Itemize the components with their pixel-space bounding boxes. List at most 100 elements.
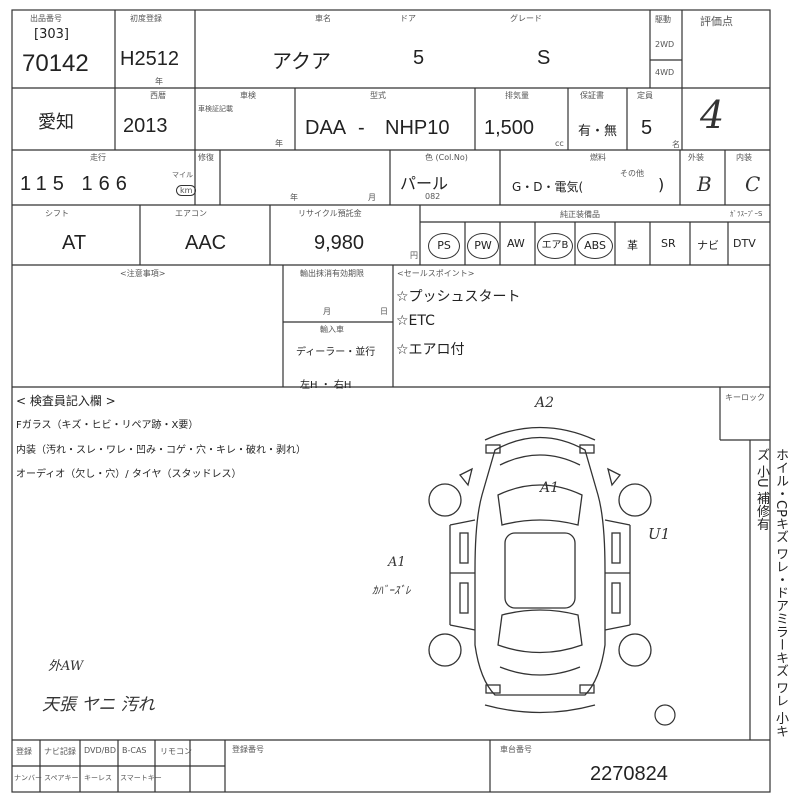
hand-a2: A2 [535,395,555,411]
equipment-label: 純正装備品 [560,210,600,219]
doors-label: ドア [400,14,416,23]
reg-no-label: 登録番号 [232,745,264,754]
glass-line: Fガラス（キズ・ヒビ・リペア跡・X要） [16,420,199,431]
chassis-label: 車台番号 [500,745,532,754]
equip-airbag: エアB [537,233,573,259]
lot-bracket: [303] [34,27,69,42]
hand-left-sub: ｶﾊﾞｰｽﾞﾚ [372,584,411,597]
equip-navi: ナビ [697,239,719,252]
equip-sunroof: SR [661,237,676,250]
grade-value: S [537,47,551,69]
sales-point-2: ☆ETC [396,313,435,329]
type-value-1: DAA [305,117,347,139]
repair-month: 月 [368,193,376,202]
year-label: 西暦 [150,91,166,100]
score-label: 評価点 [700,15,733,28]
import-label: 輸入車 [320,325,344,334]
fuel-other: その他 [620,169,644,178]
interior-label: 内装 [736,153,752,162]
first-reg-value: H2512 [120,48,179,70]
fuel-value: G・D・電気( [512,180,584,194]
interior-value: C [745,172,761,196]
first-reg-unit: 年 [155,77,163,86]
color-label: 色 (Col.No) [425,153,468,162]
sales-point-3: ☆エアロ付 [396,342,465,358]
equip-leather: 革 [627,239,638,252]
equip-pw: PW [467,233,499,259]
inspection-label: 車検 [240,91,256,100]
lot-label: 出品番号 [30,14,62,23]
footer-item-bcas: B-CAS [122,746,147,755]
mileage-value: 115 166 [20,173,133,195]
grade-label: グレード [510,14,542,23]
inspection-unit: 年 [275,139,283,148]
exterior-value: B [697,172,712,196]
hand-u1: U1 [648,525,671,543]
notes-label: <注意事項> [120,269,166,278]
color-code: 082 [425,192,441,201]
ac-value: AAC [185,232,227,254]
fuel-close: ) [658,175,665,194]
recycle-unit: 円 [410,251,418,260]
repair-label: 修復 [198,153,214,162]
footer-item-reg: 登録 [16,747,32,756]
warranty-value: 有・無 [578,124,618,139]
import-value: ディーラー・並行 [296,347,376,358]
chassis-value: 2270824 [590,763,668,785]
interior-line: 内装（汚れ・スレ・ワレ・凹み・コゲ・穴・キレ・破れ・剥れ） [16,445,306,456]
equip-dtv: DTV [733,237,756,250]
hand-note-outer-aw: 外AW [48,659,84,674]
keylock-label: キーロック [725,393,765,402]
mileage-unit-km: km [176,185,197,196]
cc-value: 1,500 [484,117,535,139]
deadline-month: 月 [323,307,331,316]
type-sep: - [358,117,365,139]
mileage-unit-mile: マイル [172,171,193,179]
footer-item-navi: ナビ記録 [44,747,76,756]
repair-year: 年 [290,193,298,202]
footer-item-dvd: DVD/BD [84,746,116,755]
deadline-label: 輸出抹消有効期限 [300,269,364,278]
seats-unit: 名 [672,140,680,149]
seats-value: 5 [641,117,653,139]
footer-item-sparekey: スペアキー [44,774,79,782]
exterior-label: 外装 [688,153,704,162]
sales-point-1: ☆プッシュスタート [396,289,521,305]
audio-line: オーディオ（欠し・穴）/ タイヤ（スタッドレス） [16,469,242,480]
doors-value: 5 [413,47,425,69]
hand-a1: A1 [540,480,560,496]
year-value: 2013 [123,115,168,137]
drive-label: 駆動 [655,15,671,24]
deadline-day: 日 [380,307,388,316]
spare-tire-mark [654,704,676,726]
ac-label: エアコン [175,209,207,218]
footer-item-keyless: キーレス [84,774,112,782]
footer-item-plate: ナンバー [14,774,42,782]
car-diagram [428,426,652,714]
model-label: 車名 [315,14,331,23]
fuel-label: 燃料 [590,153,606,162]
inspection-sub: 車検証記載 [198,105,233,113]
type-value-2: NHP10 [385,117,450,139]
equip-ps: PS [428,233,460,259]
recycle-label: リサイクル預託金 [298,209,362,218]
first-reg-label: 初度登録 [130,14,162,23]
sales-label: <セールスポイント> [397,269,475,278]
shift-value: AT [62,232,87,254]
shift-label: シフト [45,209,69,218]
type-label: 型式 [370,91,386,100]
side-damage-text: ホイル・CPキズ ワレ・ドアミラーキズ ワレ 小キズ 小U 補修有 [754,448,788,738]
seats-label: 定員 [637,91,653,100]
score-value: 4 [700,93,725,137]
lot-number: 70142 [22,50,89,77]
cc-unit: cc [555,139,564,148]
mileage-label: 走行 [90,153,106,162]
equip-aw: AW [507,237,525,250]
model-value: アクア [272,51,331,73]
hand-left-a1: A1 [388,555,406,570]
drive-4wd: 4WD [655,68,675,77]
warranty-label: 保証書 [580,91,604,100]
footer-item-remote: リモコン [160,747,192,756]
